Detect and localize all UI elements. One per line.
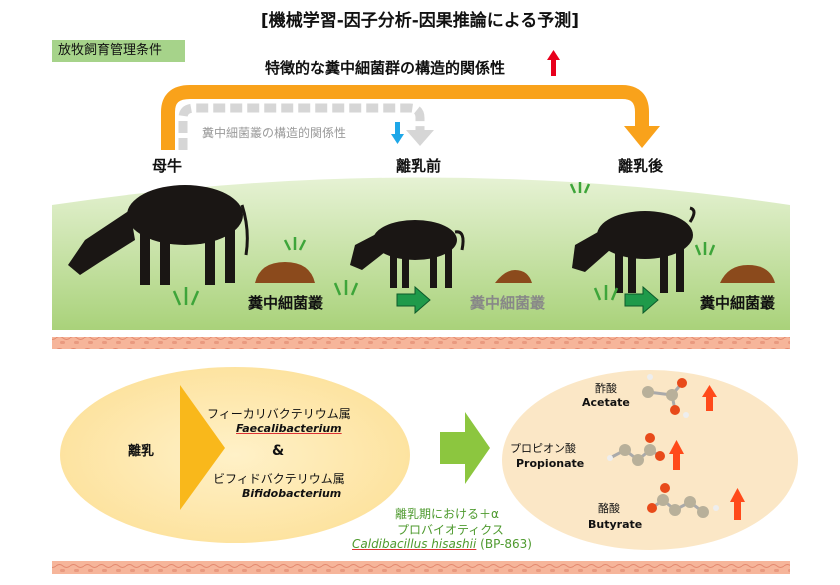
probiotic-species: Caldibacillus hisashii — [352, 537, 477, 551]
intestinal-tissue-band — [52, 561, 790, 574]
scfa-ellipse — [502, 370, 798, 550]
orange-triangle — [180, 385, 225, 510]
acetate-jp: 酢酸 — [595, 382, 617, 395]
green-big-arrow-icon — [440, 412, 490, 484]
microbiota-label-mother: 糞中細菌叢 — [248, 294, 324, 312]
acetate-en: Acetate — [582, 396, 630, 409]
bacteria1-jp: フィーカリバクテリウム属 — [207, 407, 351, 421]
bacteria1-latin: Faecalibacterium — [236, 422, 342, 435]
probiotic-species-line: Caldibacillus hisashii (BP-863) — [352, 537, 532, 551]
acetate-molecule-icon — [642, 374, 689, 418]
calf-post-weaning-icon — [572, 206, 696, 293]
butyrate-en: Butyrate — [588, 518, 643, 531]
page-title: [機械学習-因子分析-因果推論による予測] — [260, 11, 580, 31]
feces-icon — [720, 265, 775, 283]
acetate-increase-arrow-icon — [702, 385, 717, 411]
probiotic-line1: 離乳期における＋α — [395, 507, 499, 521]
inner-relation-label: 糞中細菌叢の構造的関係性 — [202, 126, 347, 140]
stage-pre-weaning: 離乳前 — [396, 157, 442, 175]
red-up-arrow-icon — [547, 50, 560, 76]
stage-post-weaning: 離乳後 — [618, 157, 664, 175]
green-arrow-icon — [624, 285, 659, 315]
calf-pre-weaning-icon — [350, 220, 465, 288]
microbiota-label-pre: 糞中細菌叢 — [470, 294, 546, 312]
weaning-label: 離乳 — [128, 444, 155, 459]
bacteria2-jp: ビフィドバクテリウム属 — [213, 472, 345, 486]
butyrate-jp: 酪酸 — [598, 502, 620, 515]
propionate-increase-arrow-icon — [669, 440, 684, 470]
green-arrow-icon — [396, 285, 431, 315]
feces-icon — [495, 270, 532, 283]
feces-icon — [255, 262, 315, 283]
butyrate-molecule-icon — [647, 483, 719, 518]
gray-relation-arrow — [178, 103, 425, 150]
butyrate-increase-arrow-icon — [730, 488, 745, 520]
orange-relation-arrow — [161, 85, 649, 150]
stage-mother: 母牛 — [152, 157, 183, 175]
grass-icon — [172, 182, 716, 306]
probiotic-line2: プロバイオティクス — [397, 523, 504, 537]
propionate-molecule-icon — [607, 433, 665, 466]
and-symbol: & — [272, 443, 285, 459]
propionate-en: Propionate — [516, 457, 585, 470]
propionate-jp: プロピオン酸 — [510, 442, 576, 455]
probiotic-strain: (BP-863) — [480, 537, 532, 551]
bacteria2-latin: Bifidobacterium — [242, 487, 342, 500]
microbiota-label-post: 糞中細菌叢 — [700, 294, 776, 312]
intestinal-tissue-band — [52, 337, 790, 349]
blue-down-arrow-icon — [391, 122, 404, 144]
mother-cow-icon — [68, 185, 249, 285]
condition-label: 放牧飼育管理条件 — [52, 40, 185, 62]
weaning-ellipse — [60, 367, 410, 543]
top-relation-label: 特徴的な糞中細菌群の構造的関係性 — [265, 59, 506, 77]
